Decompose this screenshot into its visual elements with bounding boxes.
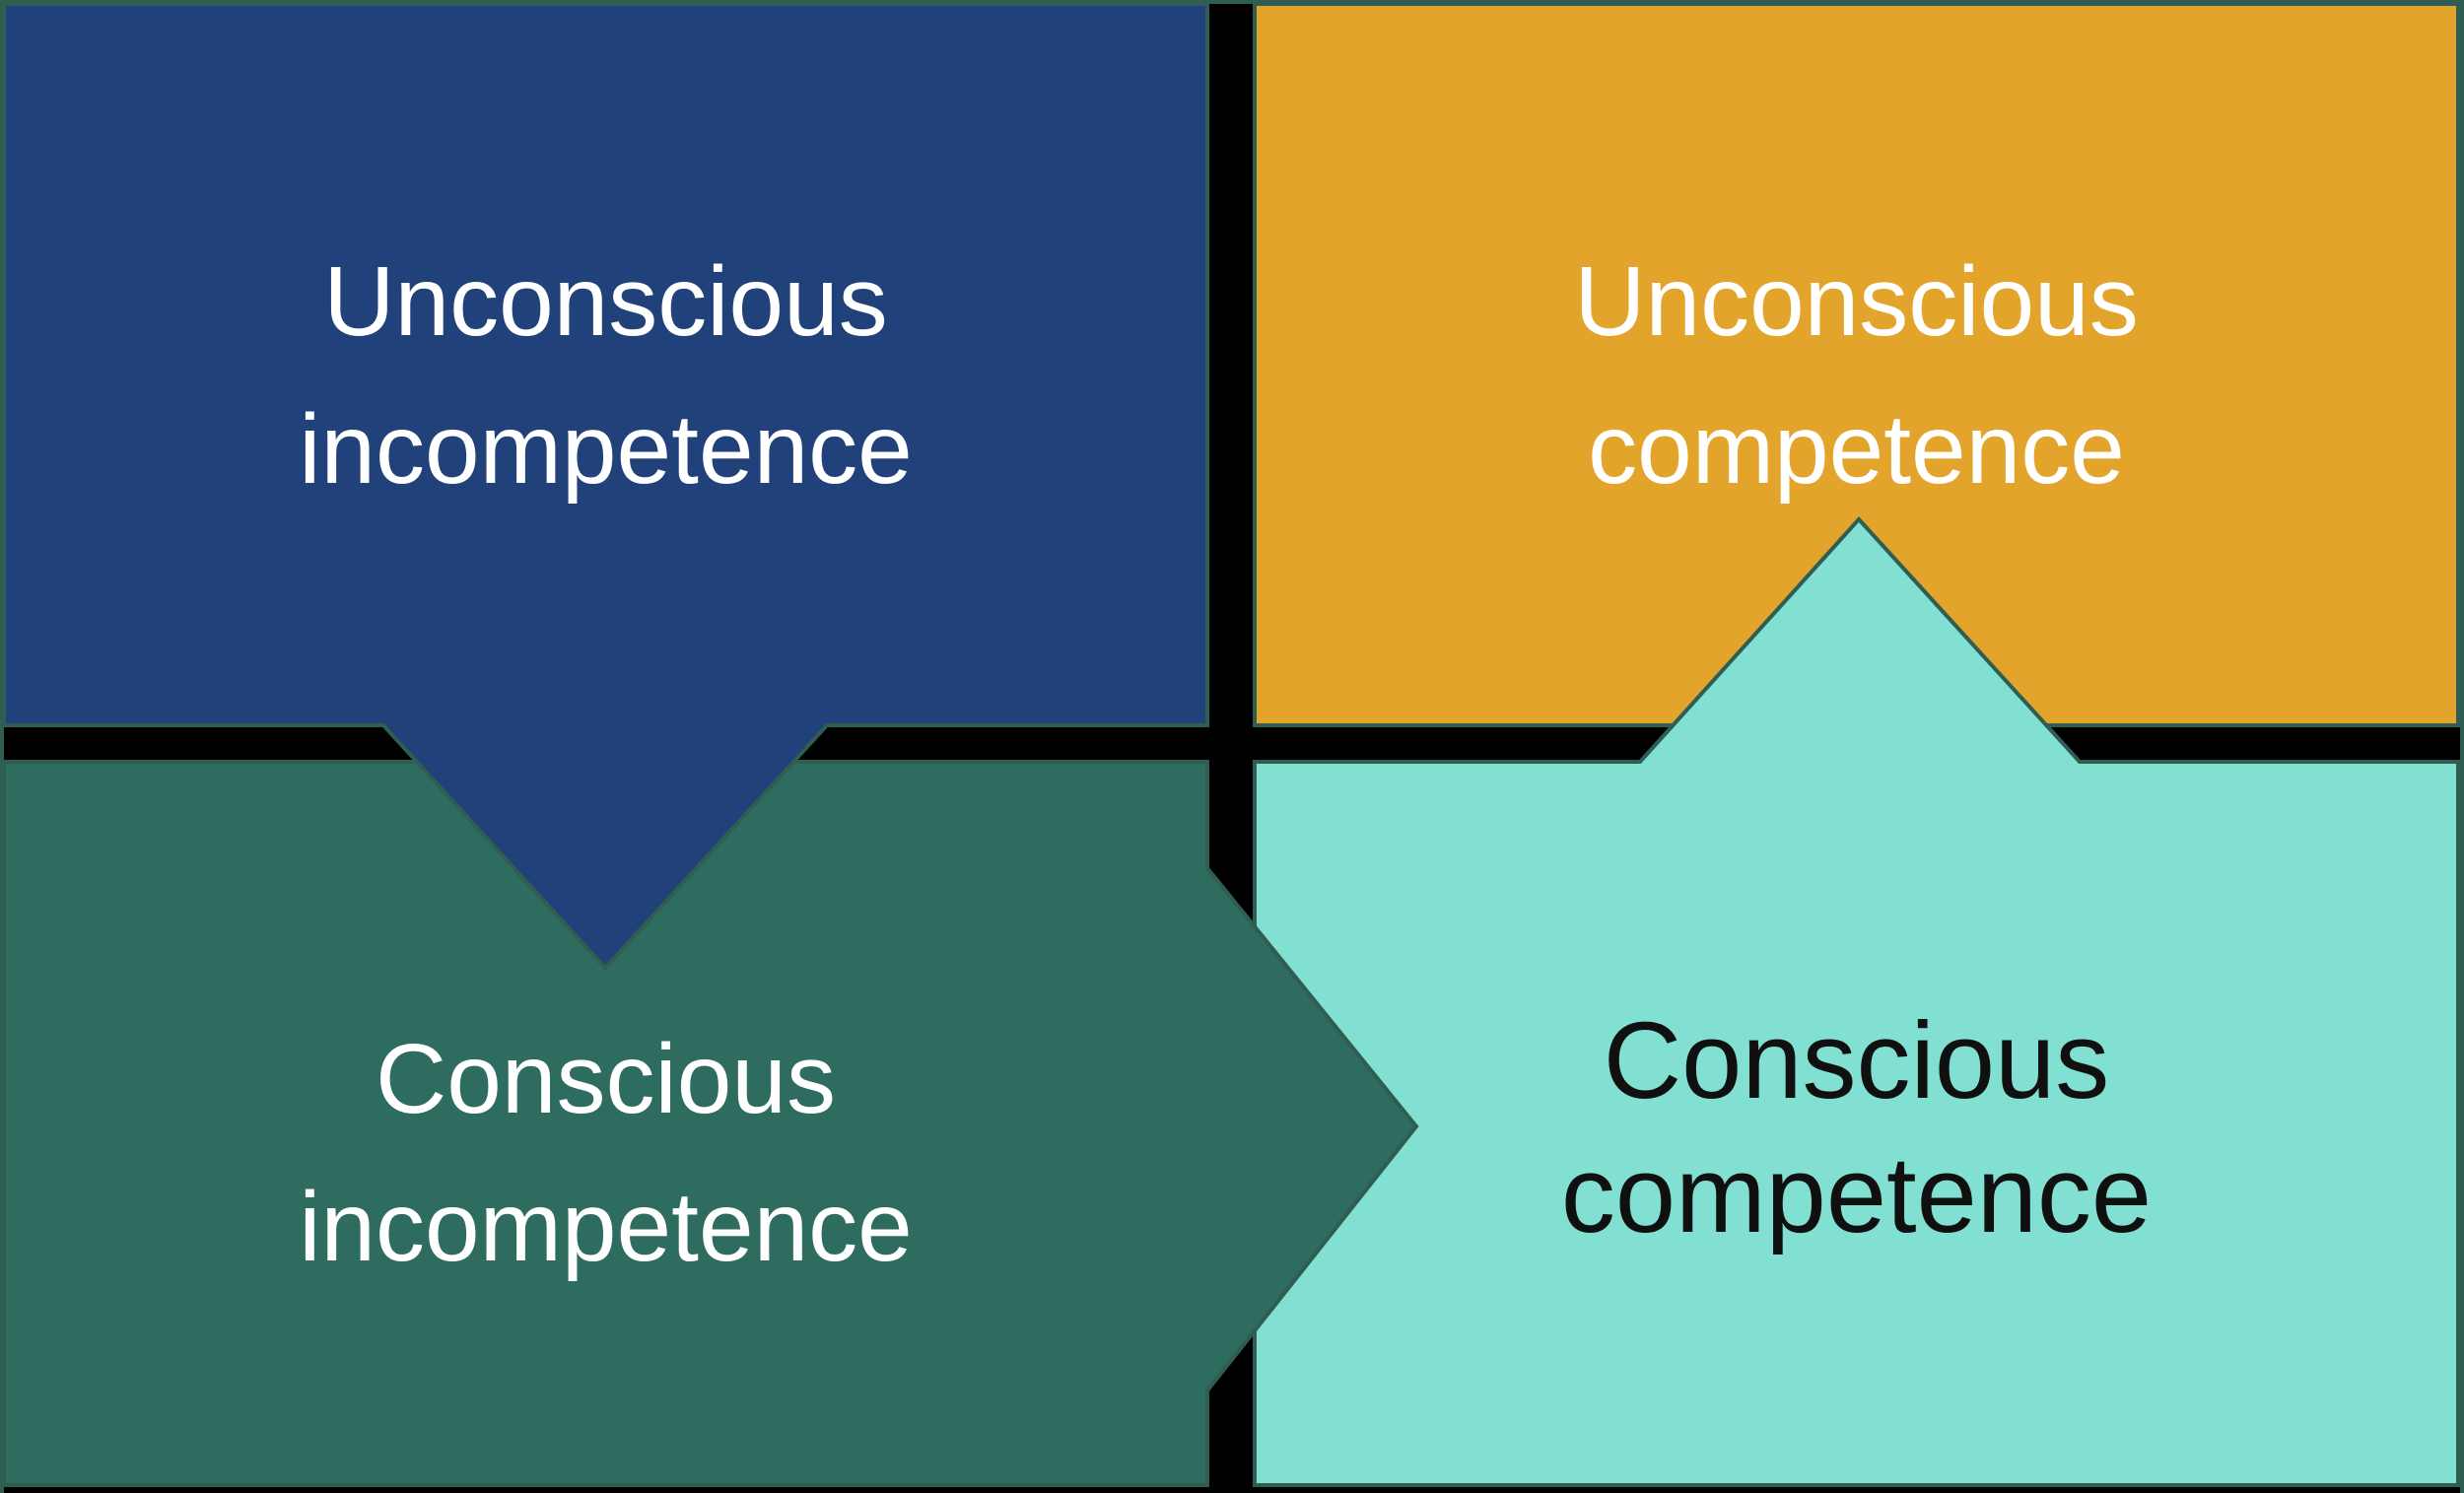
quadrant-shape-unconscious-incompetence bbox=[2, 2, 1209, 971]
quadrant-shape-unconscious-competence bbox=[1253, 2, 2460, 727]
quadrant-shape-conscious-incompetence bbox=[2, 760, 1419, 1487]
quadrant-shape-conscious-competence bbox=[1253, 516, 2460, 1487]
